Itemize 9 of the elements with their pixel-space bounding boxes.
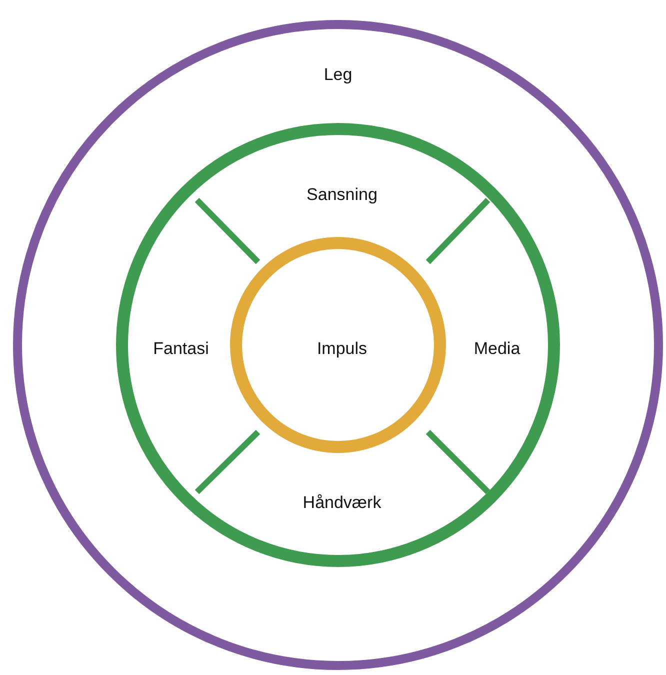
outer-circle [13,20,663,670]
sector-label: Fantasi [153,339,209,359]
sector-label: Media [474,339,520,359]
inner-circle [230,237,446,453]
center-label: Impuls [316,339,368,359]
middle-circle [116,123,560,567]
circle-label: Leg [324,65,352,85]
sector-label: Håndværk [302,493,382,513]
sector-label: Sansning [306,185,378,205]
